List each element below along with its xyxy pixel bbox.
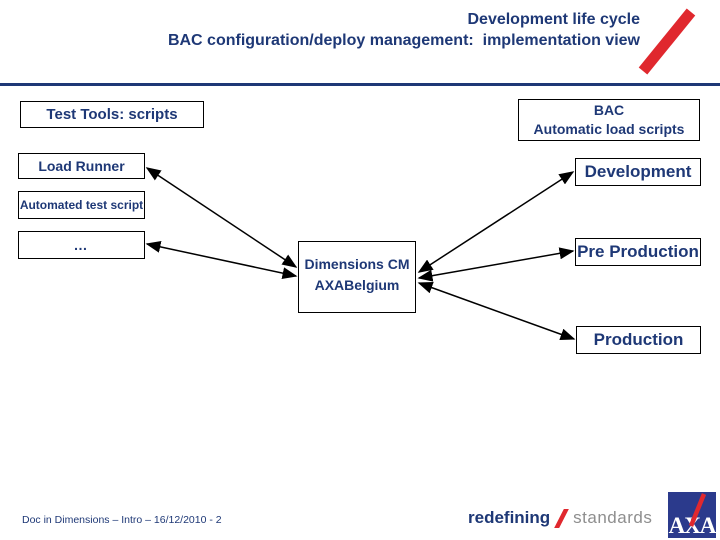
box-pre-production: Pre Production [575,238,701,266]
box-development: Development [575,158,701,186]
arrow-ellipsis-dimensions [145,240,298,280]
brand-red-slash-icon [554,508,570,528]
box-dimensions-line1: Dimensions CM [304,256,410,272]
footer-doc-info: Doc in Dimensions – Intro – 16/12/2010 -… [22,514,222,526]
slide-title: Development life cycle BAC configuration… [168,9,640,51]
arrow-dimensions-preproduction [417,247,575,282]
brand-redefining-text: redefining [468,508,551,527]
box-bac-line2: Automatic load scripts [533,121,685,137]
brand-standards-text: standards [573,508,653,527]
box-production: Production [576,326,701,354]
box-ellipsis-label: … [73,237,90,253]
slide-title-line1: Development life cycle [467,11,640,28]
axa-red-slash-icon [638,8,696,75]
axa-logo-slash-icon [688,493,707,527]
box-ellipsis: … [18,231,145,259]
axa-logo: AXA [668,492,716,538]
box-automated-test-script: Automated test script [18,191,145,219]
box-load-runner: Load Runner [18,153,145,179]
header-divider [0,83,720,86]
box-bac-automatic-load-scripts: BAC Automatic load scripts [518,99,700,141]
box-test-tools: Test Tools: scripts [20,101,204,128]
box-production-label: Production [593,330,684,349]
arrow-dimensions-production [417,281,576,341]
box-load-runner-label: Load Runner [38,158,125,174]
axa-logo-background [668,492,716,538]
box-automated-test-script-label: Automated test script [19,198,144,212]
box-test-tools-label: Test Tools: scripts [46,106,178,123]
box-pre-production-label: Pre Production [577,242,699,261]
box-dimensions-line2: AXABelgium [314,277,400,293]
slide-title-line2: BAC configuration/deploy management: imp… [167,32,640,49]
arrow-loadrunner-dimensions [145,167,298,268]
box-development-label: Development [584,162,692,181]
box-bac-line1: BAC [593,102,625,119]
arrow-dimensions-development [417,171,575,273]
box-dimensions-cm: Dimensions CM AXABelgium [298,241,416,313]
brand-tagline: redefining standards [468,507,652,529]
